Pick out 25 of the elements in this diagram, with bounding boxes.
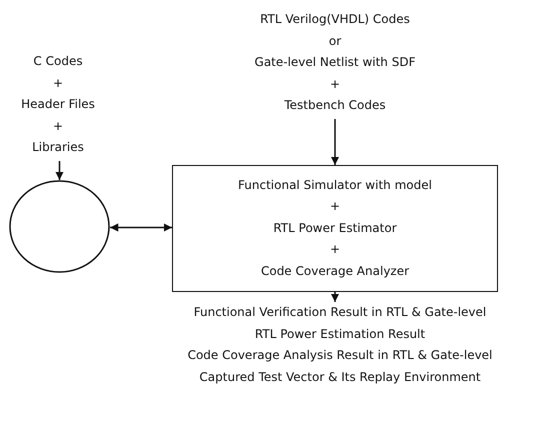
node-text: + (330, 241, 340, 258)
node-text: or (328, 32, 342, 50)
node-text: RTL Power Estimator (273, 220, 397, 237)
node-text: C Codes (33, 53, 83, 70)
arrow (330, 119, 340, 165)
arrow (55, 161, 64, 180)
arrow (330, 292, 340, 302)
node-text: Captured Test Vector & Its Replay Environment (199, 368, 481, 386)
node-text: Testbench Codes (284, 97, 386, 114)
node-text: RTL Power Estimation Result (254, 326, 426, 342)
node-text: Header Files (21, 96, 95, 113)
node-text: Code Coverage Analysis Result in RTL & Gate-level (188, 347, 492, 364)
node-text: Functional Simulator with model (238, 176, 432, 194)
node-text: Gate-level Netlist with SDF (254, 54, 416, 71)
process-box (172, 165, 498, 292)
node-text: Libraries (32, 139, 84, 156)
arrow (110, 223, 172, 232)
node-text: + (330, 198, 340, 216)
empty-ellipse (9, 180, 110, 273)
node-text: + (330, 76, 340, 92)
node-text: + (52, 118, 64, 134)
node-text: RTL Verilog(VHDL) Codes (260, 11, 410, 28)
node-text: + (52, 74, 64, 92)
node-text: Functional Verification Result in RTL & Gate-level (194, 304, 486, 321)
node-text: Code Coverage Analyzer (260, 262, 410, 280)
